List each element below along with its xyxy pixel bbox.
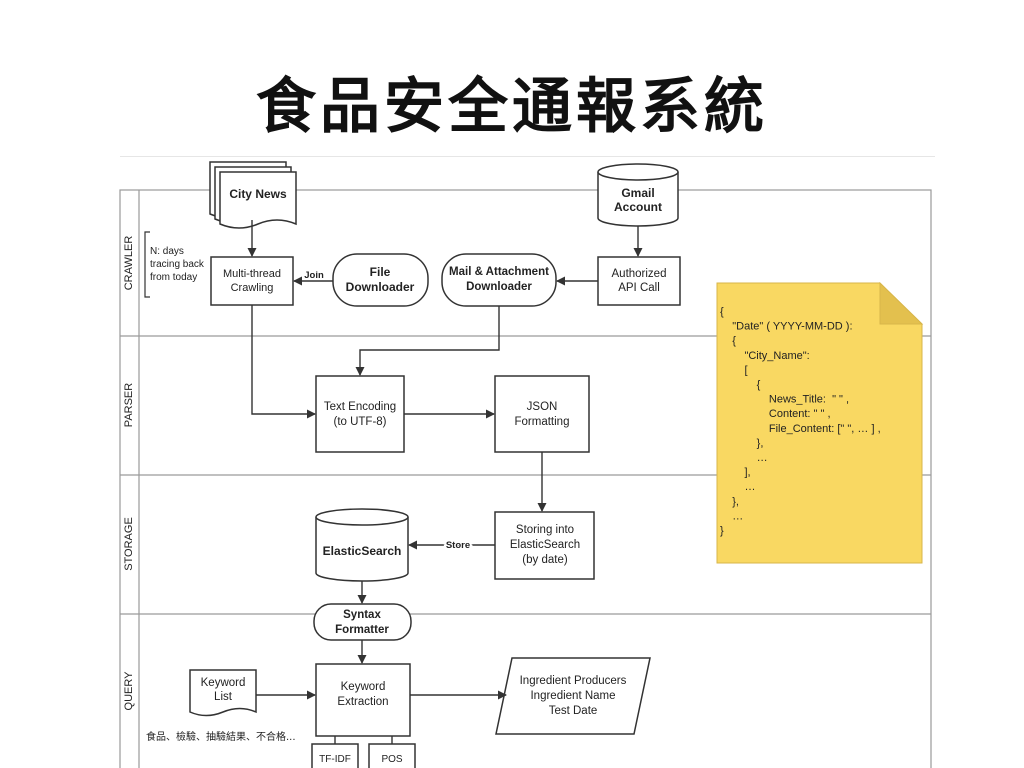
note-line: … [720, 481, 755, 493]
note-line: "Date" ( YYYY-MM-DD ): [720, 321, 853, 333]
keyword-extraction-label: Keyword [341, 681, 386, 693]
api-call-box [597, 256, 681, 306]
json-schema-note: { "Date" ( YYYY-MM-DD ): { "City_Name": … [716, 281, 924, 564]
elasticsearch-cylinder: ElasticSearch [315, 508, 409, 582]
edge-mail-to-encoding [355, 306, 500, 376]
note-body [716, 282, 923, 564]
keyword-extraction-label: Extraction [337, 696, 388, 708]
text-encoding-label: (to UTF-8) [333, 416, 386, 428]
city-news-label: City News [229, 187, 287, 201]
multithread-crawling-box [210, 256, 294, 306]
output-label: Test Date [549, 705, 598, 717]
title-divider [120, 156, 935, 157]
note-line: [ [720, 364, 748, 376]
syntax-formatter-label: Formatter [335, 624, 389, 636]
keyword-extraction-box [315, 663, 411, 737]
lane-label-query: QUERY [123, 671, 135, 711]
note-line: News_Title: " " , [720, 394, 849, 406]
file-downloader-label: File [370, 265, 391, 279]
note-line: "City_Name": [720, 350, 810, 362]
note-line: … [720, 452, 768, 464]
lane-label-crawler: CRAWLER [123, 236, 135, 291]
text-encoding-box [315, 375, 405, 453]
city-news-document: City News [209, 161, 297, 229]
storing-label: (by date) [522, 554, 568, 566]
gmail-label: Account [614, 200, 662, 214]
output-parallelogram [495, 657, 651, 735]
output-label: Ingredient Name [530, 690, 615, 702]
note-fold [879, 281, 924, 325]
note-line: }, [720, 496, 739, 508]
mail-downloader-label: Downloader [466, 281, 532, 293]
json-formatting-label: JSON [527, 401, 558, 413]
note-line: File_Content: [" ", … ] , [720, 423, 881, 435]
tfidf-box [311, 743, 359, 768]
note-line: Content: " " , [720, 408, 831, 420]
storing-label: ElasticSearch [510, 539, 580, 551]
file-downloader-label: Downloader [346, 280, 415, 294]
multithread-label: Multi-thread [223, 268, 281, 280]
pos-label: POS [381, 754, 402, 765]
keyword-list-label: Keyword [201, 677, 246, 689]
page-title: 食品安全通報系統 [256, 72, 768, 142]
mail-downloader-label: Mail & Attachment [449, 266, 549, 278]
storing-box [494, 511, 595, 580]
note-line: { [720, 379, 761, 391]
note-line: { [720, 306, 724, 318]
keyword-list-label: List [214, 691, 233, 703]
n-days-note: N: days [150, 246, 184, 257]
gmail-account-cylinder: Gmail Account [597, 163, 679, 227]
tfidf-label: TF-IDF [319, 754, 351, 765]
n-days-note: from today [150, 272, 197, 283]
lane-label-parser: PARSER [123, 383, 135, 427]
n-days-note: tracing back [150, 259, 205, 270]
output-label: Ingredient Producers [520, 675, 627, 687]
gmail-label: Gmail [621, 186, 654, 200]
syntax-formatter-label: Syntax [343, 609, 381, 621]
lane-label-storage: STORAGE [123, 517, 135, 571]
note-line: { [720, 335, 736, 347]
note-line: }, [720, 437, 763, 449]
note-line: … [720, 510, 743, 522]
api-call-label: Authorized [612, 268, 667, 280]
note-line: } [720, 525, 724, 537]
elasticsearch-label: ElasticSearch [323, 544, 402, 558]
json-formatting-label: Formatting [515, 416, 570, 428]
multithread-label: Crawling [231, 282, 274, 294]
api-call-label: API Call [618, 282, 660, 294]
swimlane-frame [119, 189, 932, 768]
json-formatting-box [494, 375, 590, 453]
n-days-bracket [144, 231, 150, 298]
storing-label: Storing into [516, 524, 574, 536]
edge-crawling-to-encoding [251, 305, 316, 419]
note-text: { "Date" ( YYYY-MM-DD ): { "City_Name": … [720, 306, 881, 537]
text-encoding-label: Text Encoding [324, 401, 396, 413]
mail-attachment-downloader-box [441, 253, 557, 307]
join-label: Join [304, 270, 324, 281]
keywords-example-note: 食品、檢驗、抽驗結果、不合格... [146, 730, 296, 743]
keyword-list-document [189, 669, 257, 717]
store-label: Store [446, 540, 470, 551]
note-line: ], [720, 467, 751, 479]
file-downloader-box [332, 253, 429, 307]
